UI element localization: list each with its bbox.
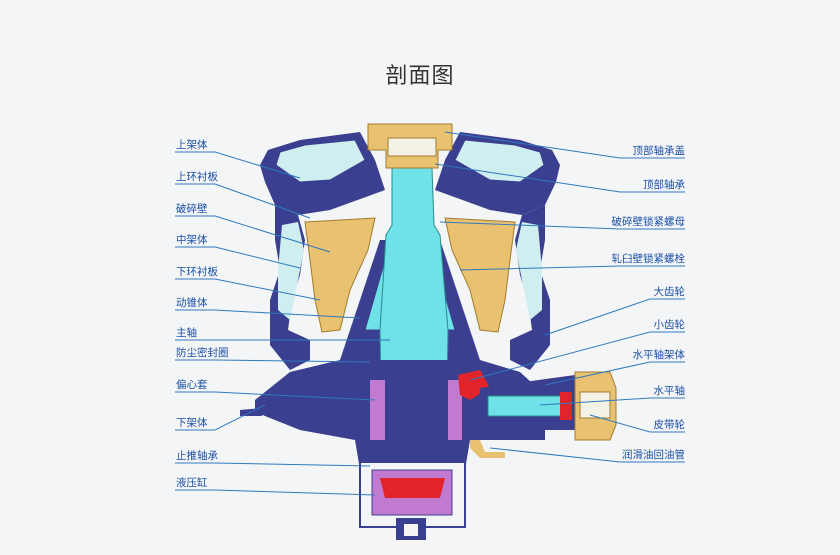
label-concave-lock-bolt: 轧臼壁锁紧螺栓 <box>611 253 686 265</box>
label-lower-frame: 下架体 <box>176 417 208 429</box>
label-thrust-bearing: 止推轴承 <box>176 450 218 462</box>
label-horizontal-shaft: 水平轴 <box>653 385 686 397</box>
leader-lines-right <box>434 131 685 463</box>
oil-pipe-shape <box>470 440 505 458</box>
upper-frame <box>260 132 560 215</box>
label-middle-frame: 中架体 <box>176 234 208 246</box>
label-mantle-wall: 破碎壁 <box>176 203 208 215</box>
label-shaft-housing: 水平轴架体 <box>632 349 686 361</box>
label-lower-liner: 下环衬板 <box>176 266 218 278</box>
horizontal-shaft-assembly <box>480 371 617 441</box>
top-bearing-cover-shape <box>367 123 453 169</box>
middle-frame <box>270 205 550 370</box>
hydraulic-cylinder-shape <box>359 461 466 540</box>
label-hydraulic-cylinder: 液压缸 <box>176 477 208 489</box>
label-bevel-gear: 大齿轮 <box>653 286 686 298</box>
label-top-bearing-cover: 顶部轴承盖 <box>632 145 686 157</box>
label-main-shaft: 主轴 <box>176 327 197 339</box>
label-mantle-lock-nut: 破碎壁锁紧螺母 <box>611 216 686 228</box>
leader-lines-left <box>175 151 390 496</box>
label-pulley: 皮带轮 <box>653 419 686 431</box>
page-title: 剖面图 <box>385 64 455 89</box>
label-moving-cone: 动锥体 <box>176 297 208 309</box>
label-oil-return-pipe: 润滑油回油管 <box>622 449 685 461</box>
lower-frame-shape <box>240 360 545 470</box>
label-eccentric-sleeve: 偏心套 <box>176 379 208 391</box>
label-upper-liner: 上环衬板 <box>176 171 218 183</box>
label-upper-frame: 上架体 <box>176 139 208 151</box>
label-dust-seal: 防尘密封圈 <box>176 347 229 359</box>
label-top-bearing: 顶部轴承 <box>643 179 685 191</box>
concave-liners <box>304 217 516 333</box>
label-pinion: 小齿轮 <box>653 319 686 331</box>
